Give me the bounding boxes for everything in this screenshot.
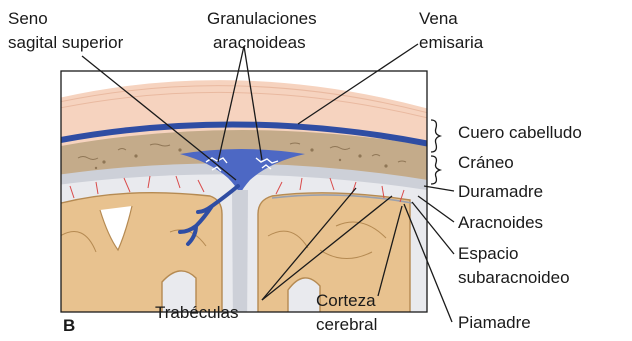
label-sagital-superior: sagital superior — [8, 33, 124, 52]
label-granulaciones: Granulaciones — [207, 9, 317, 28]
label-corteza: Corteza — [316, 291, 376, 310]
label-cuero-cabelludo: Cuero cabelludo — [458, 123, 582, 142]
label-emisaria: emisaria — [419, 33, 484, 52]
scalp-brace — [431, 120, 440, 152]
illustration-panel — [50, 71, 440, 330]
label-duramadre: Duramadre — [458, 182, 543, 201]
label-craneo: Cráneo — [458, 153, 514, 172]
panel-label: B — [63, 316, 75, 335]
label-piamadre: Piamadre — [458, 313, 531, 332]
label-trabeculas: Trabéculas — [155, 303, 238, 322]
label-subaracnoideo: subaracnoideo — [458, 268, 570, 287]
leader-duramadre — [424, 186, 454, 191]
label-aracnoides: Aracnoides — [458, 213, 543, 232]
label-cerebral: cerebral — [316, 315, 377, 334]
label-espacio: Espacio — [458, 244, 518, 263]
label-seno: Seno — [8, 9, 48, 28]
label-aracnoideas: aracnoideas — [213, 33, 306, 52]
label-vena: Vena — [419, 9, 458, 28]
skull-brace — [431, 156, 440, 184]
